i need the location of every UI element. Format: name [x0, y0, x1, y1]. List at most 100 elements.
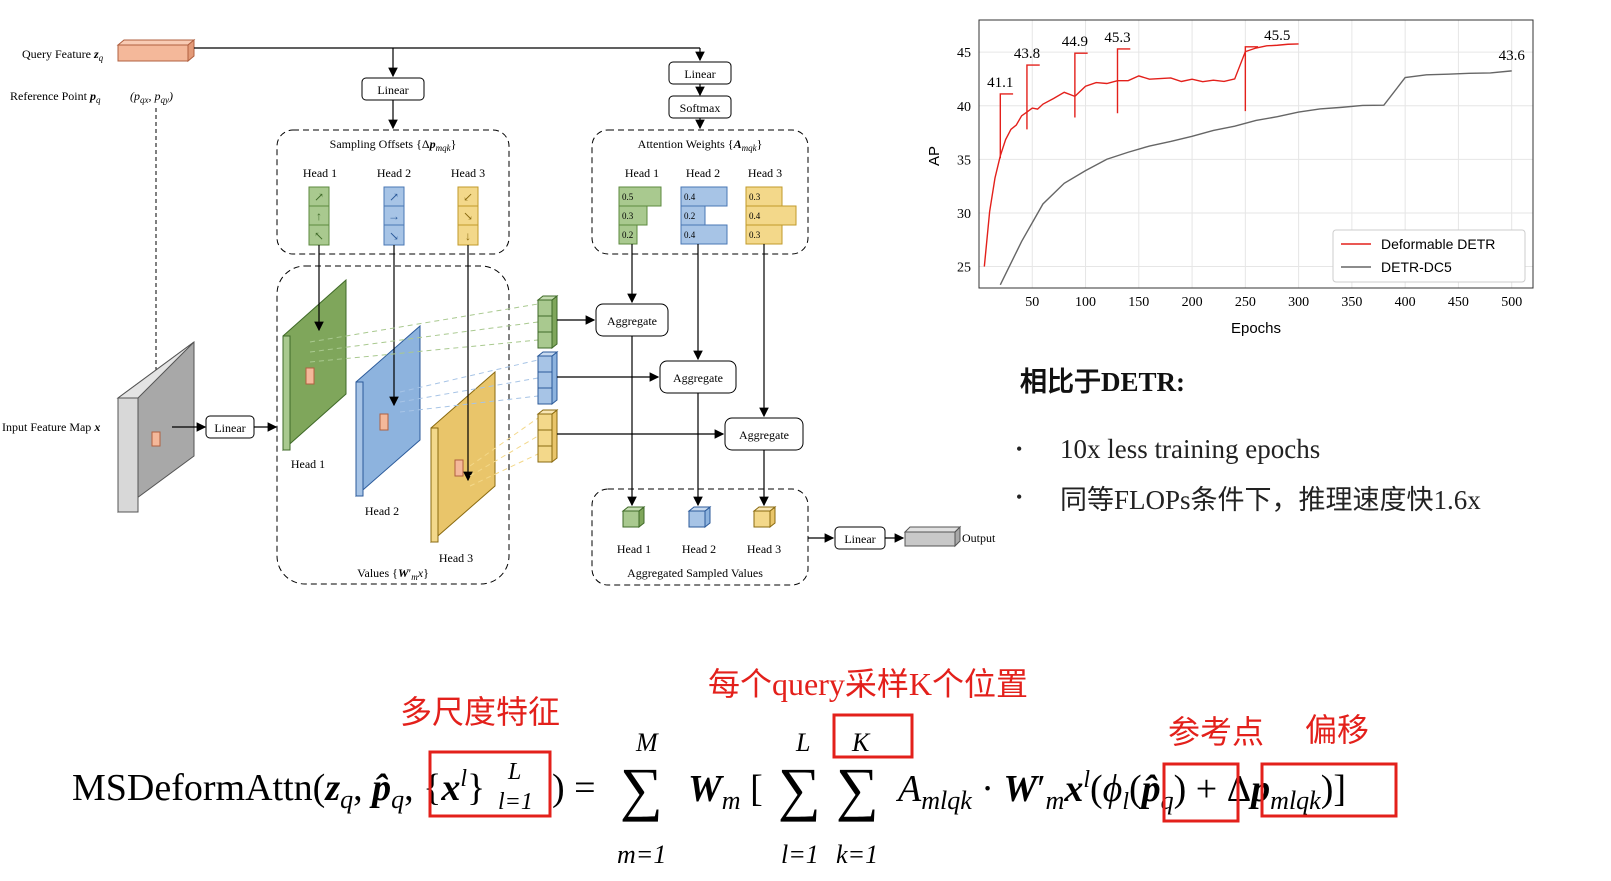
sum-l-symbol: ∑ — [778, 756, 821, 822]
sum-m-symbol: ∑ — [620, 756, 663, 822]
agg-head1-label: Head 1 — [617, 542, 651, 556]
value-map-head1 — [282, 278, 347, 452]
value-head1-label: Head 1 — [291, 457, 325, 471]
x-tick-label: 50 — [1025, 295, 1039, 310]
aggregated-cubes — [621, 505, 777, 529]
svg-text:Head 1: Head 1 — [303, 166, 337, 180]
label-offset: 偏移 — [1305, 712, 1369, 748]
input-feature-map — [116, 341, 195, 513]
reference-coords: (pqx, pqy) — [130, 89, 173, 105]
svg-text:0.3: 0.3 — [749, 192, 761, 202]
query-feature-label: Query Feature zq — [22, 47, 104, 63]
annotation-label: 43.6 — [1499, 48, 1526, 64]
restart-segment — [999, 93, 1014, 159]
sampled-values-head2 — [536, 350, 559, 406]
y-tick-label: 40 — [957, 100, 971, 115]
svg-text:→: → — [388, 209, 400, 223]
formula-rhs: Amlqk · W′mxl(ϕl(p̂q) + Δpmlqk)] — [895, 767, 1346, 815]
aggregated-label: Aggregated Sampled Values — [627, 566, 763, 580]
y-tick-label: 45 — [957, 46, 971, 61]
svg-text:Softmax: Softmax — [680, 101, 721, 115]
x-tick-label: 150 — [1128, 295, 1149, 310]
agg-head3-label: Head 3 — [747, 542, 781, 556]
x-tick-label: 250 — [1235, 295, 1256, 310]
svg-text:Head 1: Head 1 — [625, 166, 659, 180]
linear-box-attention: Linear — [668, 61, 732, 85]
formula-wm: Wm [ — [688, 768, 763, 815]
value-head3-label: Head 3 — [439, 551, 473, 565]
comparison-heading: 相比于DETR: — [1020, 367, 1186, 397]
restart-segment — [1116, 48, 1131, 114]
plot-frame — [978, 19, 1534, 289]
input-feature-map-label: Input Feature Map x — [2, 420, 100, 434]
label-multiscale: 多尺度特征 — [400, 694, 560, 730]
linear-box-values: Linear — [205, 415, 255, 439]
annotation-label: 44.9 — [1062, 34, 1088, 50]
attention-heads: Head 1 Head 2 Head 3 0.5 0.3 0.2 0.4 0.2… — [618, 166, 797, 245]
sum-k-symbol: ∑ — [836, 756, 879, 822]
svg-text:↘: ↘ — [389, 229, 399, 243]
agg-head2-label: Head 2 — [682, 542, 716, 556]
series-line-0 — [983, 43, 1299, 267]
svg-text:0.3: 0.3 — [749, 230, 761, 240]
formula-eq: ) = — [552, 767, 596, 809]
svg-text:↖: ↖ — [314, 229, 324, 243]
sampling-offsets-box — [276, 129, 510, 255]
output-block — [903, 525, 962, 548]
value-map-head2 — [355, 324, 421, 498]
y-tick-label: 30 — [957, 207, 971, 222]
softmax-box: Softmax — [668, 95, 732, 119]
highlight-multiscale — [428, 750, 552, 818]
output-label: Output — [962, 531, 996, 545]
svg-text:0.4: 0.4 — [749, 211, 761, 221]
deformable-attention-diagram: Query Feature zq Reference Point pq (pqx… — [2, 38, 996, 586]
x-tick-label: 350 — [1341, 295, 1362, 310]
svg-text:Head 3: Head 3 — [748, 166, 782, 180]
highlight-reference — [1162, 762, 1240, 823]
svg-text:0.3: 0.3 — [622, 211, 634, 221]
bullet-item: •10x less training epochs — [1016, 433, 1321, 464]
svg-text:Linear: Linear — [377, 83, 408, 97]
chart-legend: Deformable DETR DETR-DC5 — [1332, 229, 1526, 283]
x-tick-label: 100 — [1075, 295, 1096, 310]
annotation-label: 43.8 — [1014, 46, 1040, 62]
attention-weights-label: Attention Weights {Amqk} — [638, 137, 763, 153]
svg-text:Aggregate: Aggregate — [607, 314, 657, 328]
annotation-label: 45.5 — [1264, 28, 1290, 44]
sum-m-lower: m=1 — [617, 840, 666, 869]
formula-upper-l: L — [507, 759, 521, 785]
svg-text:Linear: Linear — [214, 421, 245, 435]
aggregate-box-3: Aggregate — [724, 417, 804, 451]
legend-deformable: Deformable DETR — [1381, 236, 1495, 252]
attention-weights-box — [591, 129, 809, 255]
aggregated-values-box — [591, 488, 809, 586]
y-axis-label: AP — [926, 146, 943, 166]
svg-text:Linear: Linear — [684, 67, 715, 81]
aggregate-box-2: Aggregate — [659, 360, 737, 394]
svg-text:0.4: 0.4 — [684, 230, 696, 240]
annotation-label: 45.3 — [1104, 30, 1130, 46]
label-reference-point: 参考点 — [1168, 714, 1264, 750]
value-map-head3 — [430, 370, 496, 544]
label-k-points: 每个query采样K个位置 — [708, 666, 1028, 702]
sum-k-lower: k=1 — [836, 840, 878, 869]
svg-text:↗: ↗ — [389, 190, 399, 204]
sum-m-upper: M — [635, 728, 659, 757]
svg-text:↑: ↑ — [316, 209, 322, 223]
sum-l-lower: l=1 — [781, 840, 819, 869]
svg-text:0.4: 0.4 — [684, 192, 696, 202]
x-axis-label: Epochs — [1231, 320, 1281, 337]
sampling-offsets-label: Sampling Offsets {Δpmqk} — [330, 137, 457, 153]
svg-text:0.2: 0.2 — [684, 211, 695, 221]
value-head2-label: Head 2 — [365, 504, 399, 518]
svg-text:Head 3: Head 3 — [451, 166, 485, 180]
y-tick-label: 35 — [957, 153, 971, 168]
svg-text:Head 2: Head 2 — [377, 166, 411, 180]
svg-text:Linear: Linear — [844, 532, 875, 546]
formula-lhs: MSDeformAttn(zq, p̂q, {xl} — [72, 766, 485, 814]
svg-text:0.2: 0.2 — [622, 230, 633, 240]
restart-segment — [1244, 46, 1259, 112]
x-tick-label: 500 — [1501, 295, 1522, 310]
aggregate-box-1: Aggregate — [595, 303, 669, 337]
bullet-item: •同等FLOPs条件下，推理速度快1.6x — [1016, 484, 1481, 515]
